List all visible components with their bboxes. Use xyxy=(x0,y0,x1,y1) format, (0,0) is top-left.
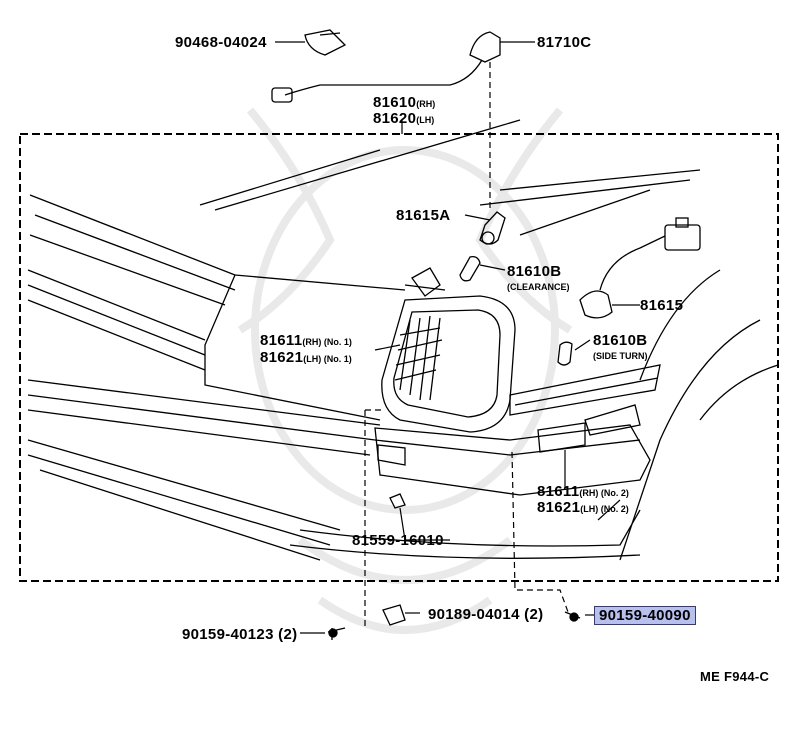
socket-81615a xyxy=(479,211,506,245)
assembly-frame xyxy=(19,133,779,582)
label-81610b-side-turn[interactable]: 81610B xyxy=(593,332,647,349)
label-clearance-note: (CLEARANCE) xyxy=(507,282,570,292)
label-81615[interactable]: 81615 xyxy=(640,297,684,314)
screw-90159-40123 xyxy=(327,627,346,640)
label-side-turn-note: (SIDE TURN) xyxy=(593,351,648,361)
label-81621-no1-number: 81621 xyxy=(260,349,304,366)
label-81615a[interactable]: 81615A xyxy=(396,207,451,224)
label-90159-40123[interactable]: 90159-40123 (2) xyxy=(182,626,298,643)
label-81610b-clearance-number: 81610B xyxy=(507,263,562,280)
label-81621-no2-tag: (LH) (No. 2) xyxy=(580,504,629,514)
leader-lines xyxy=(275,41,640,634)
label-81610-number: 81610 xyxy=(373,94,417,111)
label-81621-no2-number: 81621 xyxy=(537,499,581,516)
label-90159-40090-highlighted[interactable]: 90159-40090 xyxy=(594,606,696,625)
label-81621-no1-tag: (LH) (No. 1) xyxy=(303,354,352,364)
label-90468-04024[interactable]: 90468-04024 xyxy=(175,34,267,51)
socket-81615 xyxy=(579,217,701,319)
wire-harness-81710c xyxy=(271,31,501,103)
label-81611-no1[interactable]: 81611(RH) (No. 1) xyxy=(260,332,352,351)
label-90189-04014[interactable]: 90189-04014 (2) xyxy=(428,606,544,623)
label-81610-tag: (RH) xyxy=(416,99,436,109)
label-81621-no1[interactable]: 81621(LH) (No. 1) xyxy=(260,349,352,368)
bracket-top xyxy=(404,267,446,297)
nut-81559 xyxy=(389,493,406,509)
label-81620-number: 81620 xyxy=(373,110,417,127)
label-81611-no2-number: 81611 xyxy=(537,483,580,500)
label-81611-no1-number: 81611 xyxy=(260,332,303,349)
label-81611-no1-tag: (RH) (No. 1) xyxy=(302,337,352,347)
label-81610b-clearance[interactable]: 81610B xyxy=(507,263,561,280)
label-81610b-side-turn-number: 81610B xyxy=(593,332,648,349)
bulb-clearance xyxy=(459,255,481,282)
label-81620-tag: (LH) xyxy=(416,115,435,125)
clip-90468 xyxy=(304,29,347,56)
clip-90189 xyxy=(382,604,406,626)
label-81559-16010[interactable]: 81559-16010 xyxy=(352,532,444,549)
side-turn-lamp-housing xyxy=(374,364,661,496)
label-81611-no2[interactable]: 81611(RH) (No. 2) xyxy=(537,483,629,502)
screw-90159-40090 xyxy=(564,611,581,622)
clearance-lamp-housing xyxy=(381,295,516,433)
label-81611-no2-tag: (RH) (No. 2) xyxy=(579,488,629,498)
label-81610[interactable]: 81610(RH) xyxy=(373,94,435,113)
label-81620[interactable]: 81620(LH) xyxy=(373,110,434,129)
label-81710c[interactable]: 81710C xyxy=(537,34,592,51)
bulb-side-turn xyxy=(557,341,573,366)
label-81621-no2[interactable]: 81621(LH) (No. 2) xyxy=(537,499,629,518)
body-panel xyxy=(27,119,779,561)
diagram-code: ME F944-C xyxy=(700,669,770,684)
